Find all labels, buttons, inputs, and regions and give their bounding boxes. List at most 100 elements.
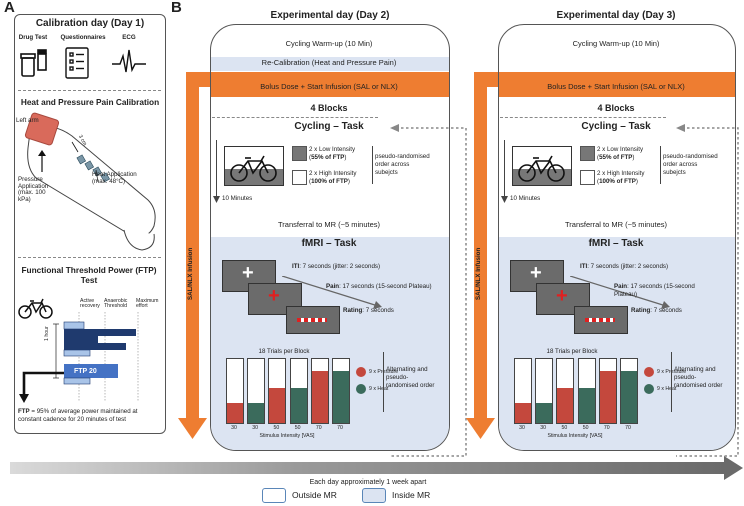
day3-title: Experimental day (Day 3) [556, 10, 676, 21]
day3-high-text: 2 x High Intensity(100% of FTP) [597, 170, 645, 186]
intensity-bar [247, 358, 266, 424]
drug-test-icon [20, 49, 47, 77]
heat-fill [333, 370, 349, 423]
day2-sequence-arrow [282, 276, 382, 309]
day3-fmri-task: fMRI – Task [588, 238, 644, 249]
day3-timeline-arrow [501, 196, 508, 203]
day3-rating-scale [585, 318, 615, 322]
day3-rating-text: Rating: 7 seconds [631, 307, 682, 315]
day3-pain-value: : 17 seconds (15-second Plateau) [614, 283, 695, 298]
intensity-tick: 70 [603, 425, 610, 431]
day3-pain-label: Pain [614, 283, 628, 290]
day3-screen-bicycle-icon [518, 155, 565, 182]
day2-x-label: Stimulus Intensity [VAS] [259, 433, 315, 439]
pressure-fill [269, 387, 286, 423]
drug-test-label: Drug Test [18, 34, 48, 41]
pressure-fill [557, 387, 574, 423]
timeline-arrowhead [724, 456, 743, 480]
intensity-bar [535, 358, 554, 424]
day2-pseudo-order: pseudo-randomised order across subejcts [375, 153, 430, 176]
day3-cycling-bracket [660, 146, 661, 184]
intensity-tick: 30 [540, 425, 547, 431]
pressure-application-label: Pressure Application (max. 100 kPa) [18, 176, 49, 203]
pressure-fill [515, 402, 531, 423]
intensity-bar [514, 358, 532, 424]
heat-fill [290, 387, 307, 423]
ftp-title: Functional Threshold Power (FTP) Test [21, 265, 157, 285]
legend-inside-swatch [362, 488, 386, 503]
day3-bolus: Bolus Dose + Start Infusion (SAL or NLX) [547, 82, 685, 91]
day3-cycling-task: Cycling – Task [581, 121, 651, 132]
day3-pressure-dot [644, 367, 654, 377]
day3-high-swatch [580, 170, 595, 185]
day3-loop-arrow [676, 124, 739, 457]
questionnaire-icon [65, 47, 89, 79]
day2-recal-band [211, 57, 449, 71]
day3-low-label: 2 x Low Intensity [597, 146, 644, 153]
day2-pain-value: : 17 seconds (15-second Plateau) [339, 283, 432, 290]
divider-2 [18, 257, 161, 258]
day2-pain-screen: + [248, 283, 302, 315]
ftp-definition-text: = 95% of average power maintained at con… [18, 408, 138, 423]
day2-blocks: 4 Blocks [310, 103, 348, 113]
intensity-bar [556, 358, 575, 424]
ftp20-label: FTP 20 [74, 368, 97, 375]
day2-rating-scale [297, 318, 327, 322]
day3-pain-text: Pain: 17 seconds (15-second Plateau) [614, 283, 718, 299]
day3-low-pct: 55% of FTP [599, 154, 633, 162]
day3-rating-label: Rating [631, 307, 651, 314]
day2-rating-label: Rating [343, 307, 363, 314]
heat-fill [578, 387, 595, 423]
day2-infusion-bar [186, 72, 199, 420]
day3-heat-dot [644, 384, 654, 394]
legend-outside-swatch [262, 488, 286, 503]
day3-cycling-screen [512, 146, 572, 186]
day2-low-swatch [292, 146, 307, 161]
heat-pressure-title: Heat and Pressure Pain Calibration [20, 97, 160, 107]
day3-high-label: 2 x High Intensity [597, 170, 645, 177]
intensity-tick: 30 [252, 425, 259, 431]
maximum-effort-label: Maximum effort [136, 298, 159, 310]
day2-fmri-task: fMRI – Task [301, 238, 357, 249]
intensity-bar [310, 358, 329, 424]
day3-heat-legend: 9 x Heat [657, 386, 677, 392]
day3-transfer: Transferral to MR (~5 minutes) [564, 220, 668, 229]
heat-application-label: Heat Application (max. 48°C) [92, 171, 137, 185]
timeline-arrow-shaft [10, 462, 726, 474]
day2-pain-text: Pain: 17 seconds (15-second Plateau) [326, 283, 432, 291]
intensity-tick: 50 [273, 425, 280, 431]
day2-rating-screen [286, 306, 340, 334]
day2-pressure-dot [356, 367, 366, 377]
day2-low-text: 2 x Low Intensity(55% of FTP) [309, 146, 356, 162]
day3-rating-screen [574, 306, 628, 334]
intensity-tick: 50 [582, 425, 589, 431]
panel-b-letter: B [171, 0, 182, 16]
ftp-definition: FTP = 95% of average power maintained at… [18, 408, 162, 424]
legend-inside-label: Inside MR [392, 490, 431, 500]
day2-cycling-task: Cycling – Task [294, 121, 364, 132]
day3-alternating: Alternating and pseudo-randomised order [674, 366, 723, 389]
intensity-tick: 70 [337, 425, 343, 431]
day2-low-pct: 55% of FTP [311, 154, 345, 162]
intensity-bar [289, 358, 308, 424]
day2-low-label: 2 x Low Intensity [309, 146, 356, 153]
day3-trials: 18 Trials per Block [546, 348, 598, 355]
panel-a-letter: A [4, 0, 15, 16]
left-arm-label: Left arm [16, 117, 39, 124]
day3-fmri-bracket [671, 352, 672, 412]
day2-rating-text: Rating: 7 seconds [343, 307, 394, 315]
bicycle-icon [18, 298, 53, 319]
heat-fill [621, 370, 637, 423]
day3-sequence-arrow [570, 276, 670, 309]
intensity-tick: 30 [231, 425, 237, 431]
day3-bars [514, 358, 638, 424]
day3-warmup: Cycling Warm-up (10 Min) [572, 39, 660, 48]
day2-ten-minutes: 10 Minutes [222, 195, 253, 202]
day2-trials: 18 Trials per Block [258, 348, 310, 355]
day2-pain-label: Pain [326, 283, 340, 290]
day2-iti-text: ITI: 7 seconds (jitter: 2 seconds) [292, 263, 380, 271]
intensity-tick: 70 [625, 425, 631, 431]
day2-cycling-screen [224, 146, 284, 186]
day2-infusion-arrowhead [178, 418, 207, 439]
